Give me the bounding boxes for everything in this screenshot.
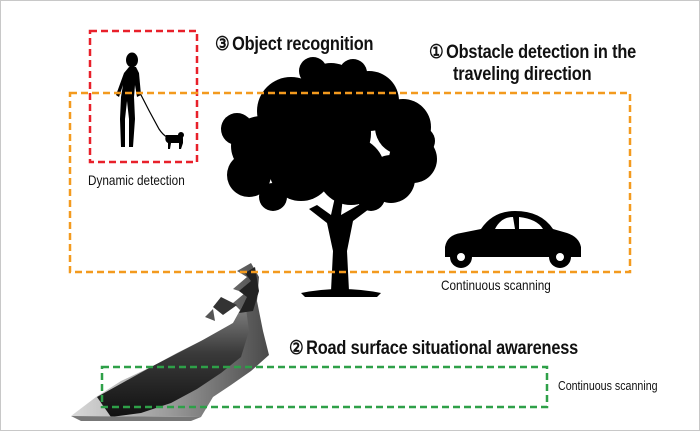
continuous-scanning-car-label: Continuous scanning	[441, 277, 551, 293]
object-recognition-number: ③	[215, 34, 230, 55]
obstacle-detection-number: ①	[429, 42, 444, 63]
continuous-scanning-road-label: Continuous scanning	[558, 378, 658, 393]
tree-silhouette	[221, 57, 437, 297]
road-surface-box	[100, 365, 549, 409]
obstacle-detection-label-line2: traveling direction	[453, 64, 592, 85]
dynamic-detection-label: Dynamic detection	[88, 172, 185, 188]
car-silhouette	[445, 211, 581, 268]
road-surface-text: Road surface situational awareness	[306, 338, 579, 359]
obstacle-detection-text-1: Obstacle detection in the	[446, 42, 637, 63]
object-recognition-text: Object recognition	[232, 34, 374, 55]
road-crack-illustration	[71, 263, 269, 421]
obstacle-detection-box	[68, 91, 632, 274]
pedestrian-with-dog-silhouette	[116, 52, 184, 149]
road-surface-number: ②	[289, 338, 304, 359]
object-recognition-box	[88, 29, 199, 164]
